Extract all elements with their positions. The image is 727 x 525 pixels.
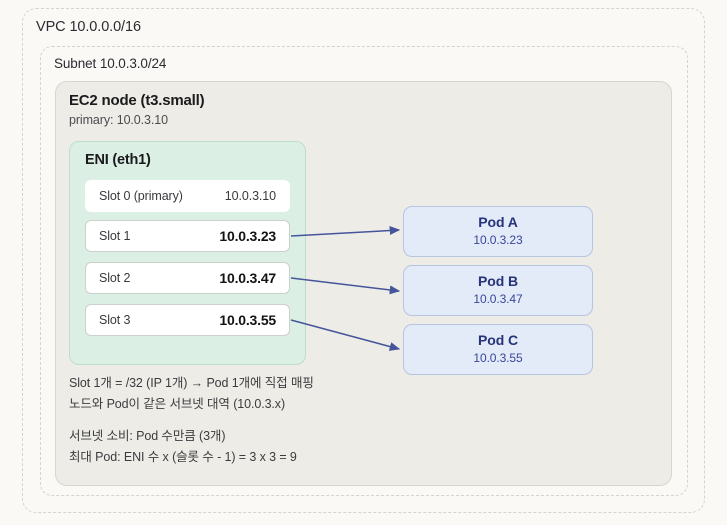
slot-ip: 10.0.3.47 [219,270,276,286]
pod-name: Pod A [478,214,518,231]
eni-slot-row[interactable]: Slot 0 (primary) 10.0.3.10 [85,180,290,212]
slot-ip: 10.0.3.23 [219,228,276,244]
note-line: 서브넷 소비: Pod 수만큼 (3개) [69,429,226,443]
note-line: Slot 1개 = /32 (IP 1개) → Pod 1개에 직접 매핑 [69,376,314,390]
pod-ip: 10.0.3.55 [473,350,523,365]
eni-slot-row[interactable]: Slot 1 10.0.3.23 [85,220,290,252]
pod-ip: 10.0.3.47 [473,291,523,306]
pod-name: Pod C [478,332,518,349]
eni-slot-row[interactable]: Slot 3 10.0.3.55 [85,304,290,336]
pod-name: Pod B [478,273,518,290]
pod-box[interactable]: Pod A 10.0.3.23 [403,206,593,257]
subnet-container [40,46,688,496]
ec2-node-title: EC2 node (t3.small) [69,92,205,109]
note-line: 최대 Pod: ENI 수 x (슬롯 수 - 1) = 3 x 3 = 9 [69,450,297,464]
vpc-container [22,8,705,513]
notes-block: Slot 1개 = /32 (IP 1개) → Pod 1개에 직접 매핑 노드… [69,373,489,468]
note-line: 노드와 Pod이 같은 서브넷 대역 (10.0.3.x) [69,397,286,411]
slot-ip: 10.0.3.55 [219,312,276,328]
ec2-primary-ip: primary: 10.0.3.10 [69,113,168,127]
eni-title: ENI (eth1) [85,152,151,168]
vpc-label: VPC 10.0.0.0/16 [36,19,141,35]
slot-label: Slot 3 [99,313,131,327]
eni-slot-row[interactable]: Slot 2 10.0.3.47 [85,262,290,294]
slot-label: Slot 0 (primary) [99,189,183,203]
slot-ip: 10.0.3.10 [224,189,276,203]
slot-label: Slot 1 [99,229,131,243]
pod-ip: 10.0.3.23 [473,232,523,247]
notes-spacer [69,415,489,426]
pod-box[interactable]: Pod B 10.0.3.47 [403,265,593,316]
slot-label: Slot 2 [99,271,131,285]
subnet-label: Subnet 10.0.3.0/24 [54,56,167,71]
pod-box[interactable]: Pod C 10.0.3.55 [403,324,593,375]
